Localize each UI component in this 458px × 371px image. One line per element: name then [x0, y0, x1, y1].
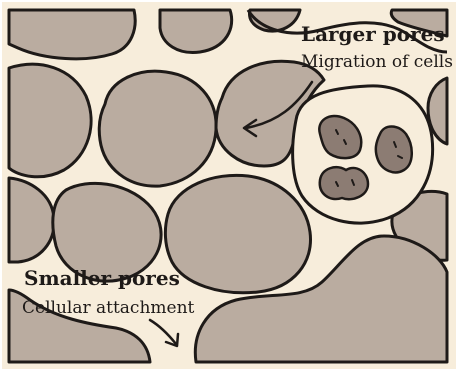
larger-pores-title: Larger pores: [301, 22, 445, 46]
cell-bottom: [320, 167, 368, 199]
smaller-pores-subtitle: Cellular attachment: [22, 298, 194, 318]
material-blob-lower-center: [165, 175, 310, 292]
larger-pores-subtitle: Migration of cells: [301, 52, 453, 72]
cell-right: [376, 127, 412, 173]
material-blob-top-left: [9, 10, 135, 59]
material-blob-center: [99, 71, 216, 186]
large-pore-with-cells: [293, 86, 433, 223]
smaller-pores-title: Smaller pores: [24, 266, 180, 290]
